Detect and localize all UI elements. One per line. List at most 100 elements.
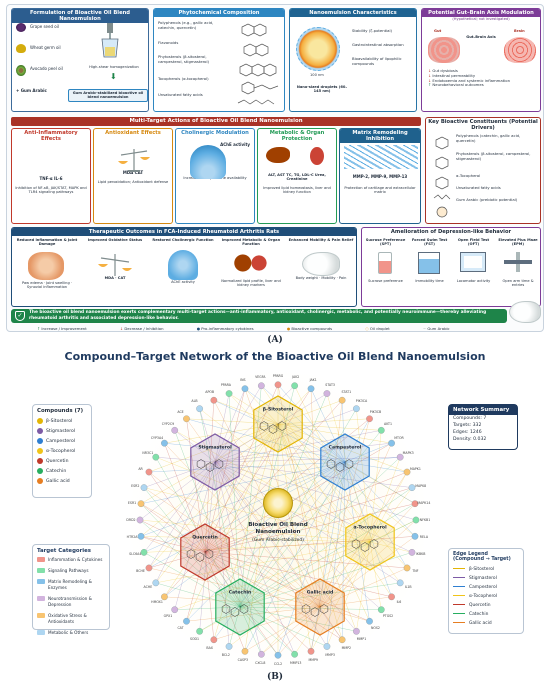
target-node[interactable]	[388, 593, 395, 601]
panel-a-legend: ↑ Increase / Improvement ↓ Decrease / In…	[37, 325, 507, 332]
target-node[interactable]	[161, 593, 168, 601]
outcome-text: Paw edema · Joint swelling · Synovial in…	[21, 280, 73, 289]
target-node[interactable]	[152, 579, 160, 587]
therapeutic-title: Therapeutic Outcomes in FCA-Induced Rheu…	[12, 228, 356, 236]
target-node[interactable]	[171, 606, 179, 614]
target-node[interactable]	[338, 636, 346, 644]
target-node[interactable]	[323, 643, 331, 650]
target-node[interactable]	[196, 405, 203, 413]
target-node[interactable]	[137, 500, 145, 508]
edge-legend-label: Quercetin	[469, 603, 491, 608]
network-edge	[204, 384, 279, 553]
target-node[interactable]	[403, 564, 411, 572]
target-node[interactable]	[225, 643, 233, 650]
outcome-title: Improved Metabolic & Organ Function	[221, 238, 281, 247]
target-node[interactable]	[388, 439, 395, 447]
compound-color-dot	[37, 447, 43, 454]
target-node[interactable]	[241, 647, 249, 655]
target-node[interactable]	[338, 396, 346, 404]
outcome-title: Restored Cholinergic Function	[152, 238, 214, 242]
network-edge	[148, 471, 206, 553]
target-node[interactable]	[377, 426, 385, 434]
network-edge	[143, 487, 241, 608]
target-node[interactable]	[307, 385, 315, 393]
target-node[interactable]	[353, 627, 360, 635]
target-node[interactable]	[274, 651, 282, 659]
edge-line-swatch	[453, 585, 465, 588]
network-edge	[356, 408, 371, 543]
legend-oil-droplet: ○ Oil droplet	[365, 326, 390, 331]
molecule-ring	[196, 459, 206, 469]
target-node[interactable]	[183, 617, 190, 625]
constituent-item: Unsaturated fatty acids	[456, 185, 501, 190]
network-edge	[155, 582, 241, 608]
target-node[interactable]	[408, 549, 416, 556]
network-edge	[277, 388, 312, 425]
molecule-ring	[335, 462, 345, 472]
target-node[interactable]	[137, 532, 145, 540]
network-edge	[148, 471, 321, 608]
target-node[interactable]	[408, 484, 416, 491]
outcome-title: Reduced Inflammation & Joint Damage	[16, 238, 78, 247]
category-swatch	[37, 579, 45, 584]
target-node[interactable]	[366, 617, 373, 625]
target-node[interactable]	[403, 468, 411, 476]
target-node[interactable]	[366, 415, 373, 423]
target-node[interactable]	[353, 405, 360, 413]
compound-color-dot	[37, 417, 43, 424]
network-edge	[155, 541, 371, 584]
target-label: MAPK8	[415, 483, 427, 488]
network-edge	[319, 471, 408, 608]
target-node[interactable]	[136, 516, 144, 524]
network-edge	[344, 461, 408, 473]
nanoemulsion-jar-icon	[263, 488, 293, 518]
target-node[interactable]	[210, 396, 218, 404]
compound-legend-label: Catechin	[46, 469, 67, 474]
target-label: CCL2	[273, 662, 283, 667]
edge-legend-label: β-Sitosterol	[469, 567, 495, 572]
target-node[interactable]	[225, 390, 233, 397]
target-node[interactable]	[210, 636, 218, 644]
phyto-item: Phytosterols (β-sitosterol, campesterol,…	[158, 54, 210, 64]
compound-legend-item: Quercetin	[37, 457, 87, 467]
molecule-structure-icon	[326, 459, 354, 472]
target-node[interactable]	[412, 516, 420, 524]
target-node[interactable]	[274, 381, 282, 389]
network-edge	[213, 461, 346, 640]
target-node[interactable]	[140, 549, 148, 556]
target-node[interactable]	[145, 564, 153, 572]
target-label: SOD1	[189, 636, 199, 641]
compound-legend-item: Campesterol	[37, 437, 87, 447]
target-node[interactable]	[140, 484, 148, 491]
network-edge	[140, 503, 241, 608]
target-node[interactable]	[291, 650, 298, 658]
target-node[interactable]	[145, 468, 153, 476]
target-node[interactable]	[161, 439, 168, 447]
target-node[interactable]	[183, 415, 190, 423]
target-node[interactable]	[258, 650, 265, 658]
network-edge	[186, 606, 321, 622]
target-node[interactable]	[241, 385, 249, 393]
target-nodes	[136, 381, 420, 659]
target-node[interactable]	[152, 453, 160, 461]
target-node[interactable]	[171, 426, 179, 434]
network-edge	[140, 461, 346, 537]
compound-label: β-Sitosterol	[262, 407, 294, 413]
target-node[interactable]	[411, 532, 419, 540]
target-label: RELA	[419, 535, 429, 540]
target-node[interactable]	[396, 579, 404, 587]
category-legend-label: Metabolic & Others	[48, 630, 89, 635]
outcome-text: Normalized lipid profile, liver and kidn…	[221, 278, 281, 287]
target-node[interactable]	[307, 647, 315, 655]
target-node[interactable]	[377, 606, 385, 614]
edge-legend-item: Campesterol	[453, 583, 519, 592]
compound-label: Quercetin	[192, 535, 218, 541]
category-swatch	[37, 557, 45, 562]
target-node[interactable]	[411, 500, 419, 508]
target-node[interactable]	[258, 382, 265, 390]
target-node[interactable]	[291, 382, 298, 390]
target-label: ESR1	[127, 500, 137, 505]
target-node[interactable]	[396, 453, 404, 461]
target-node[interactable]	[196, 627, 203, 635]
target-node[interactable]	[323, 390, 331, 397]
